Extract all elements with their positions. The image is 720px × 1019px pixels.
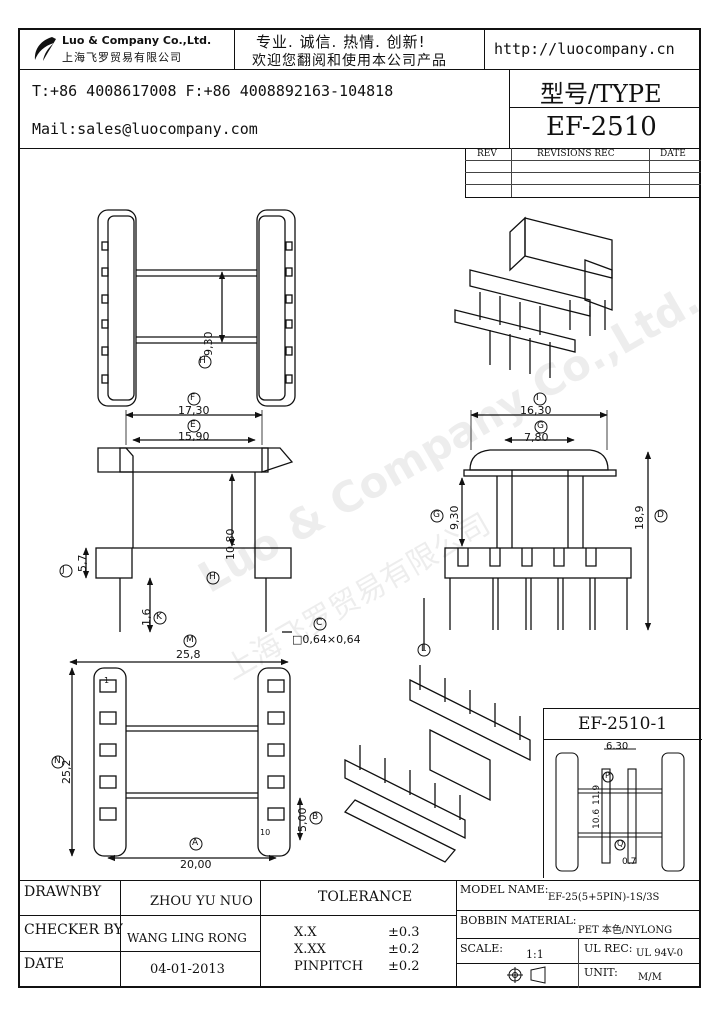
variant-dim-106: 10.6 bbox=[592, 808, 602, 829]
revisions-table: REV REVISIONS REC DATE bbox=[465, 148, 701, 198]
dim-930: 9,30 bbox=[202, 331, 215, 357]
dim-h-letter: H bbox=[199, 356, 206, 366]
front-view bbox=[82, 410, 294, 633]
dim-g2-value: 9,30 bbox=[448, 505, 461, 531]
dim-n-value: 25,2 bbox=[60, 759, 73, 785]
variant-p-letter: P bbox=[605, 771, 610, 780]
variant-q-letter: Q bbox=[617, 839, 624, 848]
model-number: EF-2510 bbox=[546, 112, 657, 142]
ul-value: UL 94V-0 bbox=[636, 948, 684, 959]
dim-i-letter: I bbox=[536, 393, 539, 403]
checker-value: WANG LING RONG bbox=[127, 931, 247, 945]
variant-dim-07: 0.7 bbox=[622, 857, 637, 867]
dim-g-value: 7,80 bbox=[524, 431, 549, 444]
dim-m-letter: M bbox=[186, 635, 194, 645]
variant-title: EF-2510-1 bbox=[578, 714, 668, 734]
dim-n-letter: N bbox=[54, 756, 61, 766]
dim-f-letter: F bbox=[190, 393, 196, 403]
unit-value: M/M bbox=[638, 972, 662, 983]
dim-h2-value: 10,80 bbox=[224, 528, 237, 561]
pin-1-label: 1 bbox=[104, 676, 110, 685]
tol-val-2: ±0.2 bbox=[388, 942, 420, 957]
isometric-view-top bbox=[454, 216, 613, 378]
tol-val-1: ±0.3 bbox=[388, 925, 420, 940]
top-view bbox=[97, 209, 296, 407]
model-name-label: MODEL NAME: bbox=[460, 883, 549, 896]
dim-g2-letter: G bbox=[433, 510, 440, 520]
checker-label: CHECKER BY bbox=[24, 922, 123, 938]
dim-i-value: 16,30 bbox=[520, 404, 552, 417]
dim-g-letter: G bbox=[537, 421, 544, 431]
dim-d-value: 18,9 bbox=[633, 505, 646, 531]
dim-m-value: 25,8 bbox=[176, 648, 201, 661]
dim-h2-letter: H bbox=[209, 572, 216, 582]
dim-f-value: 17,30 bbox=[178, 404, 210, 417]
tolerance-label: TOLERANCE bbox=[318, 889, 413, 905]
dim-l-letter: L bbox=[421, 644, 427, 654]
drawing-frame bbox=[18, 28, 701, 988]
dim-d-letter: D bbox=[657, 510, 664, 520]
dim-e-value: 15,90 bbox=[178, 430, 210, 443]
company-logo bbox=[34, 37, 56, 61]
type-label: 型号/TYPE bbox=[540, 80, 662, 108]
scale-value: 1:1 bbox=[526, 948, 544, 961]
date-label: DATE bbox=[24, 956, 65, 972]
isometric-view-bottom bbox=[343, 665, 531, 863]
projection-symbol-icon bbox=[507, 966, 546, 984]
dim-b-value: 5,00 bbox=[296, 807, 309, 833]
company-name-en: Luo & Company Co.,Ltd. bbox=[62, 34, 212, 47]
variant-box: EF-2510-1 6.30 10.6 11.9 0.7 P Q bbox=[543, 708, 702, 878]
dim-a-letter: A bbox=[192, 838, 199, 848]
side-view bbox=[423, 410, 652, 650]
tol-key-2: X.XX bbox=[294, 942, 326, 957]
rev-rec-col-header: REVISIONS REC bbox=[537, 149, 615, 159]
rev-date-col-header: DATE bbox=[660, 149, 686, 159]
email-link[interactable]: Mail:sales@luocompany.com bbox=[32, 120, 258, 138]
dim-j-letter: J bbox=[62, 565, 65, 575]
tol-val-3: ±0.2 bbox=[388, 959, 420, 974]
rev-col-header: REV bbox=[477, 149, 497, 159]
dim-k-value: 1,6 bbox=[140, 608, 153, 627]
phone-fax: T:+86 4008617008 F:+86 4008892163-104818 bbox=[32, 82, 394, 100]
dim-c-letter: C bbox=[316, 618, 323, 628]
tol-key-3: PINPITCH bbox=[294, 959, 364, 974]
dim-b-letter: B bbox=[312, 812, 319, 822]
dim-c-value: □0,64×0,64 bbox=[292, 633, 361, 646]
slogan-line-2: 欢迎您翻阅和使用本公司产品 bbox=[252, 53, 447, 69]
drawn-by-value: ZHOU YU NUO bbox=[150, 894, 253, 909]
company-name-cn: 上海飞罗贸易有限公司 bbox=[62, 51, 182, 64]
model-name-value: EF-25(5+5PIN)-1S/3S bbox=[548, 892, 660, 903]
dim-a-value: 20,00 bbox=[180, 858, 212, 871]
date-value: 04-01-2013 bbox=[150, 962, 225, 977]
bottom-view bbox=[68, 658, 304, 862]
header-divider bbox=[18, 69, 701, 70]
pin-10-label: 10 bbox=[260, 828, 271, 837]
dim-j-value: 5,7 bbox=[76, 554, 89, 573]
scale-label: SCALE: bbox=[460, 942, 503, 955]
variant-dim-630: 6.30 bbox=[606, 741, 629, 752]
bobbin-label: BOBBIN MATERIAL: bbox=[460, 914, 577, 927]
drawn-by-label: DRAWNBY bbox=[24, 884, 102, 900]
bobbin-value: PET 本色/NYLONG bbox=[578, 925, 673, 936]
ul-label: UL REC: bbox=[584, 942, 633, 955]
website-link[interactable]: http://luocompany.cn bbox=[494, 40, 675, 58]
unit-label: UNIT: bbox=[584, 966, 618, 979]
dim-k-letter: K bbox=[156, 612, 162, 622]
variant-dim-119: 11.9 bbox=[592, 784, 602, 805]
slogan-line-1: 专业. 诚信. 热情. 创新! bbox=[256, 33, 426, 51]
dim-e-letter: E bbox=[190, 420, 196, 430]
tol-key-1: X.X bbox=[294, 925, 317, 940]
